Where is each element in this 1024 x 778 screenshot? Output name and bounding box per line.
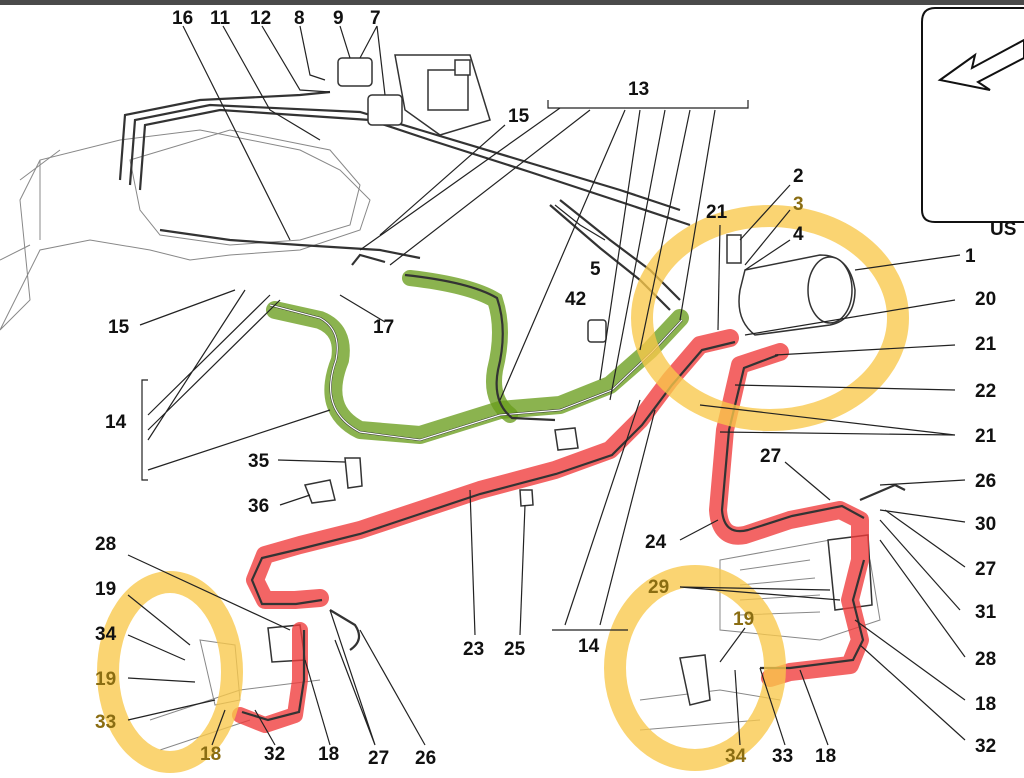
label-34-right: 34: [725, 746, 747, 767]
label-7: 7: [370, 8, 381, 29]
label-21-low: 21: [975, 426, 997, 447]
label-15-top: 15: [508, 106, 530, 127]
label-17: 17: [373, 317, 394, 338]
red-hose-highlight: [709, 343, 869, 687]
label-26-bottom: 26: [415, 748, 436, 769]
label-36: 36: [248, 496, 269, 517]
charcoal-canister: [726, 234, 856, 336]
label-11: 11: [210, 8, 231, 29]
label-4: 4: [793, 224, 804, 245]
label-22: 22: [975, 381, 996, 402]
label-28-left: 28: [95, 534, 116, 555]
label-18-right: 18: [815, 746, 836, 767]
inset-label: US: [990, 219, 1016, 240]
label-19-left-top: 19: [95, 579, 116, 600]
label-25: 25: [504, 639, 526, 660]
green-hose-highlight: [266, 301, 689, 444]
label-42: 42: [565, 289, 586, 310]
label-18-right-top: 18: [975, 694, 996, 715]
label-27-bottom: 27: [368, 748, 389, 769]
engine-outline: [0, 129, 371, 331]
part-25: [519, 489, 534, 507]
label-20: 20: [975, 289, 996, 310]
label-27-right: 27: [975, 559, 996, 580]
part-35: [344, 457, 363, 489]
label-13: 13: [628, 79, 649, 100]
label-24: 24: [645, 532, 667, 553]
top-bar: [0, 0, 1024, 5]
solenoid-valves: [337, 54, 491, 136]
label-3: 3: [793, 194, 804, 215]
pipe-overlay: [241, 253, 906, 722]
intake-plenum: [129, 129, 361, 246]
label-33-left: 33: [95, 712, 116, 733]
label-1: 1: [965, 246, 976, 267]
label-19-right: 19: [733, 609, 754, 630]
label-8: 8: [294, 8, 305, 29]
label-21-top: 21: [706, 202, 728, 223]
arrow-icon: [937, 38, 1024, 91]
label-15-left: 15: [108, 317, 130, 338]
label-16: 16: [172, 8, 193, 29]
label-23: 23: [463, 639, 484, 660]
label-30: 30: [975, 514, 996, 535]
label-28-right: 28: [975, 649, 996, 670]
green-hose-highlight-2: [402, 270, 518, 423]
label-12: 12: [250, 8, 271, 29]
label-29: 29: [648, 577, 669, 598]
part-36: [303, 479, 336, 504]
callout-labels: 16 11 12 8 9 7 13 15 2 21 3 4 1 5 42 15 …: [95, 8, 997, 769]
label-9: 9: [333, 8, 344, 29]
leader-lines: [127, 25, 966, 746]
yellow-circle-right: [604, 565, 786, 771]
label-5: 5: [590, 259, 601, 280]
red-hose-highlight-2: [246, 329, 739, 609]
label-33-right: 33: [772, 746, 793, 767]
yellow-highlight-circles: [97, 205, 909, 773]
inset-view-box: US: [921, 7, 1024, 240]
label-31: 31: [975, 602, 997, 623]
label-32-right: 32: [975, 736, 996, 757]
line-art: [0, 54, 881, 751]
label-32-left: 32: [264, 744, 285, 765]
part-42: [587, 319, 607, 343]
label-18-mid: 18: [318, 744, 339, 765]
label-14-left: 14: [105, 412, 127, 433]
label-34-left: 34: [95, 624, 117, 645]
yellow-circle-left: [97, 571, 243, 773]
label-19-left: 19: [95, 669, 116, 690]
label-35: 35: [248, 451, 270, 472]
label-21-mid: 21: [975, 334, 997, 355]
red-hose-highlight-3: [232, 622, 308, 733]
yellow-circle-canister: [631, 205, 909, 431]
label-26-right: 26: [975, 471, 996, 492]
label-18-left: 18: [200, 744, 221, 765]
label-14-bottom: 14: [578, 636, 600, 657]
label-2: 2: [793, 166, 804, 187]
label-27-top: 27: [760, 446, 781, 467]
